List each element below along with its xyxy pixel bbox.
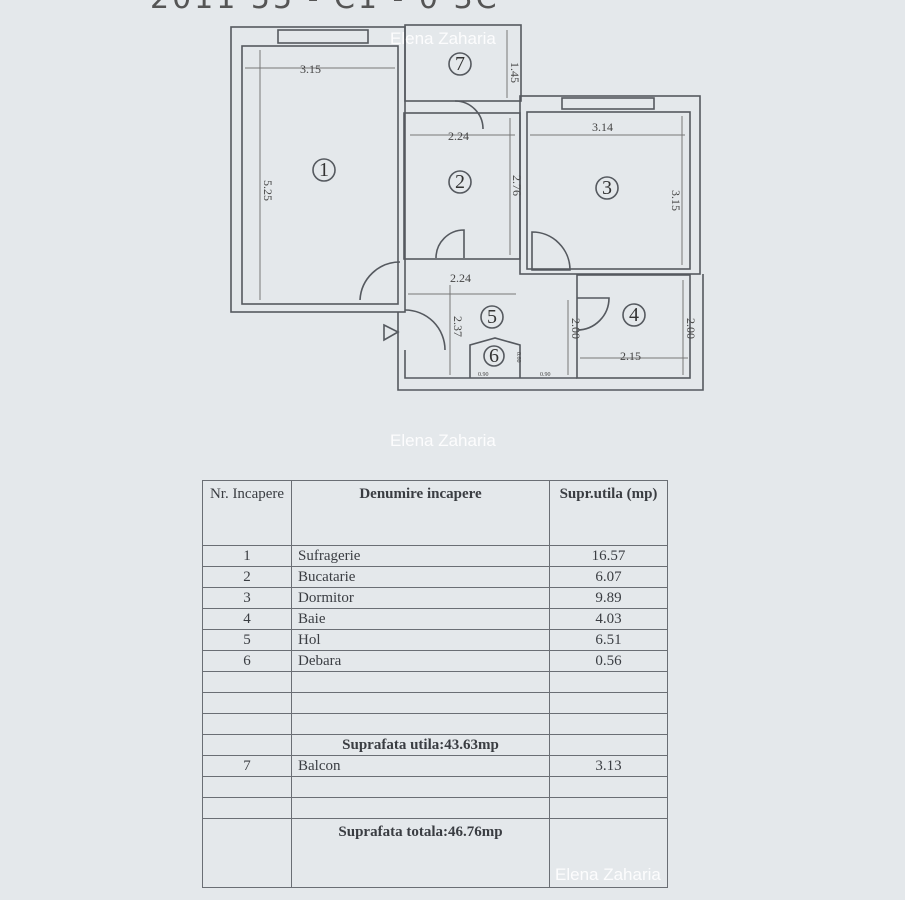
cell-name: Baie <box>291 608 550 630</box>
room-1-inner-wall <box>241 45 399 305</box>
cell-area: 0.56 <box>549 650 668 672</box>
room-number-6: 6 <box>489 345 499 367</box>
floor-plan: 3.15 5.25 1.45 2.24 2.76 3.14 3.15 2.24 … <box>230 24 704 391</box>
room-4-door <box>576 297 610 331</box>
room-number-2: 2 <box>455 171 465 193</box>
empty-row <box>202 692 668 714</box>
grand-total: Suprafata totala:46.76mp <box>291 818 550 888</box>
entrance-marker-icon <box>383 323 400 342</box>
room-number-1: 1 <box>319 159 329 181</box>
dim-r4-height: 2.00 <box>684 318 698 339</box>
dim-r6-width: 0.90 <box>478 372 489 378</box>
room-1-window <box>277 29 369 44</box>
dim-r3-width: 3.14 <box>592 120 613 134</box>
empty-row <box>202 671 668 693</box>
room-7-door <box>454 100 484 130</box>
watermark: Elena Zaharia <box>390 431 496 450</box>
cell-area: 9.89 <box>549 587 668 609</box>
cell-area: 6.07 <box>549 566 668 588</box>
cell-name: Hol <box>291 629 550 651</box>
room-3-inner-wall <box>526 111 691 270</box>
cell-area: 4.03 <box>549 608 668 630</box>
useful-total-row: Suprafata utila:43.63mp <box>202 734 668 756</box>
dim-hall-height: 2.37 <box>451 316 465 337</box>
watermark: Elena Zaharia <box>390 29 496 48</box>
dim-r4-width: 2.15 <box>620 349 641 363</box>
cell-nr: 4 <box>202 608 292 630</box>
room-number-5: 5 <box>487 306 497 328</box>
handwritten-note: 2011 55 - C1 - 0 3C <box>150 0 500 16</box>
cell-nr: 5 <box>202 629 292 651</box>
room-3-outer-wall <box>519 95 701 275</box>
cell-name: Dormitor <box>291 587 550 609</box>
cell-name: Bucatarie <box>291 566 550 588</box>
dim-r7-height: 1.45 <box>508 62 522 83</box>
room-number-7: 7 <box>455 53 465 75</box>
table-header: Nr. Incapere Denumire incapere Supr.util… <box>202 480 668 546</box>
dim-hall-width: 2.24 <box>450 271 471 285</box>
useful-total: Suprafata utila:43.63mp <box>291 734 550 756</box>
header-name: Denumire incapere <box>291 480 550 546</box>
cell-name: Debara <box>291 650 550 672</box>
room-3-door <box>531 231 571 271</box>
room-3-window <box>561 97 655 110</box>
dim-hall-height-2: 2.00 <box>569 318 583 339</box>
room-7-wall <box>404 24 522 102</box>
cell-area: 3.13 <box>549 755 668 777</box>
grand-total-row: Suprafata totala:46.76mp <box>202 818 668 888</box>
cell-nr: 3 <box>202 587 292 609</box>
cell-name: Balcon <box>291 755 550 777</box>
dim-r6-height: 0.60 <box>515 352 521 363</box>
room-4-wall <box>576 274 691 379</box>
empty-row <box>202 797 668 819</box>
empty-row <box>202 713 668 735</box>
header-nr: Nr. Incapere <box>202 480 292 546</box>
room-6-wall <box>469 337 521 378</box>
room-area-table: Nr. Incapere Denumire incapere Supr.util… <box>202 480 668 888</box>
dim-r1-width: 3.15 <box>300 62 321 76</box>
dim-hall-small: 0.90 <box>540 372 551 378</box>
room-number-3: 3 <box>602 177 612 199</box>
room-1-outer-wall <box>230 26 406 313</box>
dim-r2-height: 2.76 <box>510 175 524 196</box>
hall-door <box>359 261 401 301</box>
entrance-door <box>404 309 446 351</box>
cell-nr: 1 <box>202 545 292 567</box>
header-area: Supr.utila (mp) <box>549 480 668 546</box>
cell-name: Sufragerie <box>291 545 550 567</box>
room-2-door <box>435 229 465 259</box>
cell-area: 16.57 <box>549 545 668 567</box>
dim-r1-height: 5.25 <box>261 180 275 201</box>
empty-row <box>202 776 668 798</box>
cell-nr: 2 <box>202 566 292 588</box>
cell-nr: 6 <box>202 650 292 672</box>
watermark: Elena Zaharia <box>555 865 661 884</box>
cell-nr: 7 <box>202 755 292 777</box>
room-number-4: 4 <box>629 304 639 326</box>
dim-r3-height: 3.15 <box>669 190 683 211</box>
hall-outer-wall <box>397 274 704 391</box>
dim-r2-width: 2.24 <box>448 129 469 143</box>
cell-area: 6.51 <box>549 629 668 651</box>
